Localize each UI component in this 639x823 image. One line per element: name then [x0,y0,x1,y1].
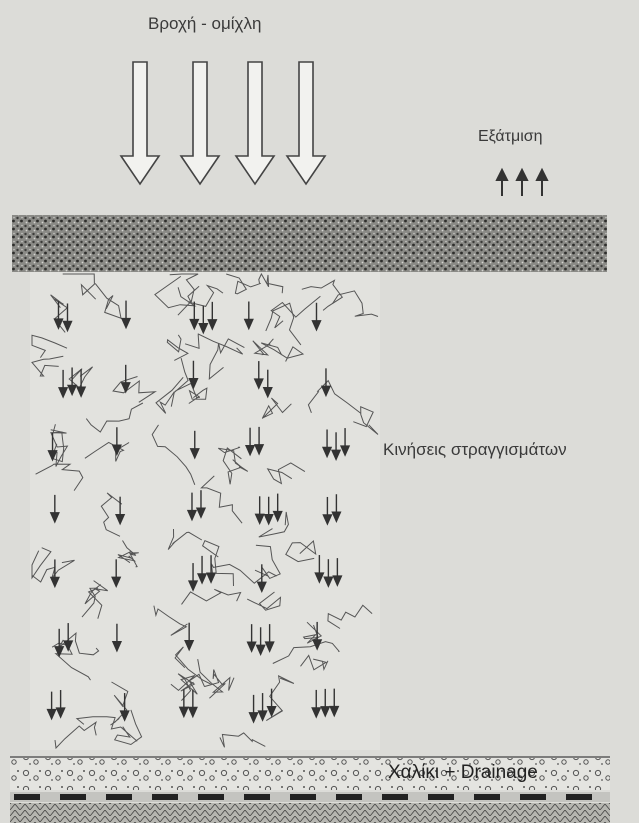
rain-arrow-3 [236,62,274,184]
rain-arrow-2 [181,62,219,184]
rain-arrow-4 [287,62,325,184]
rain-label: Βροχή - ομίχλη [148,14,261,34]
rain-arrows [121,62,325,184]
rain-arrow-1 [121,62,159,184]
base-liner [10,792,610,823]
gravel-drainage-label: Χαλίκι + Drainage [388,762,538,784]
evaporation-label: Εξάτμιση [478,128,543,146]
cover-layer [12,215,607,272]
evaporation-arrows [497,170,547,196]
leachate-movement-label: Κινήσεις στραγγισμάτων [383,440,567,460]
waste-body [30,272,380,750]
